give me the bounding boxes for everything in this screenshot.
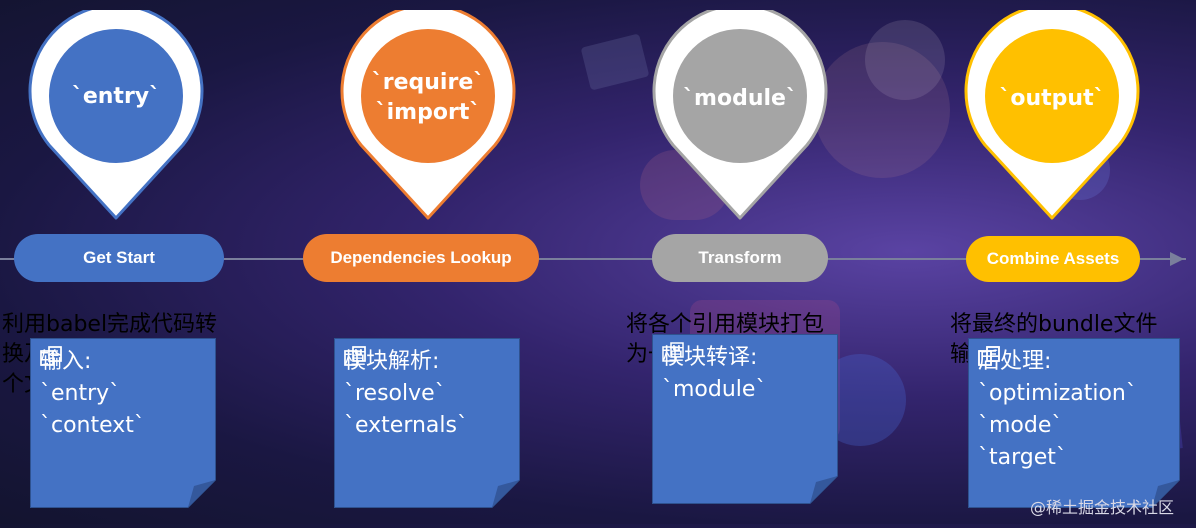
pin-marker-shape [964,10,1140,220]
note-content: 模块转译: `module` [662,342,766,406]
note-item-label: `resolve` [344,381,446,406]
note-input: 输入: `entry` `context` [30,338,216,508]
note-item: `module` [662,342,767,406]
timeline-arrow-head [1170,252,1184,266]
note-item-label: `mode` [978,413,1063,438]
note-item: `context` [40,346,145,442]
note-item: `entry` [40,346,145,410]
pin-require-import: `require` `import` [340,10,516,224]
note-shape [652,334,838,504]
document-icon [978,346,1000,366]
stage-combine-assets: Combine Assets [966,236,1140,282]
note-item: `mode` [978,346,1137,442]
note-item-label: `context` [40,413,145,438]
pin-label: `module` [652,84,828,114]
note-item-label: `entry` [40,381,121,406]
pin-marker-shape [652,10,828,220]
note-item-label: `target` [978,445,1067,470]
note-shape [334,338,520,508]
pin-label-line: `require` [371,70,485,95]
pin-entry: `entry` [28,10,204,224]
document-icon [662,342,684,362]
document-icon [40,346,62,366]
pin-output: `output` [964,10,1140,224]
timeline-line [0,258,1186,260]
note-module-transpile: 模块转译: `module` [652,334,838,504]
pin-label: `entry` [28,82,204,112]
pin-label: `output` [964,84,1140,114]
pin-marker-shape [28,10,204,220]
note-item: `externals` [344,346,468,442]
pin-label-line: `output` [999,86,1105,111]
note-module-resolution: 模块解析: `resolve` `externals` [334,338,520,508]
note-content: 输入: `entry` `context` [40,346,145,442]
note-content: 模块解析: `resolve` `externals` [344,346,468,442]
stage-transform: Transform [652,234,828,282]
note-item-label: `externals` [344,413,468,438]
document-icon [344,346,366,366]
stage-dependencies-lookup: Dependencies Lookup [303,234,539,282]
note-item-label: `optimization` [978,381,1137,406]
note-item-label: `module` [662,377,767,402]
watermark: @稀土掘金技术社区 [1029,498,1174,517]
note-item: `optimization` [978,346,1137,410]
pin-module: `module` [652,10,828,224]
stage-get-start: Get Start [14,234,224,282]
note-item: `target` [978,346,1137,474]
pin-label-line: `entry` [71,84,161,109]
note-shape [968,338,1180,508]
pin-label-line: `import` [375,100,481,125]
note-shape [30,338,216,508]
pin-label-line: `module` [683,86,797,111]
pin-marker-shape [340,10,516,220]
note-content: 后处理: `optimization` `mode` `target` [978,346,1137,474]
note-post-processing: 后处理: `optimization` `mode` `target` [968,338,1180,508]
note-item: `resolve` [344,346,468,410]
pin-label: `require` `import` [340,68,516,128]
